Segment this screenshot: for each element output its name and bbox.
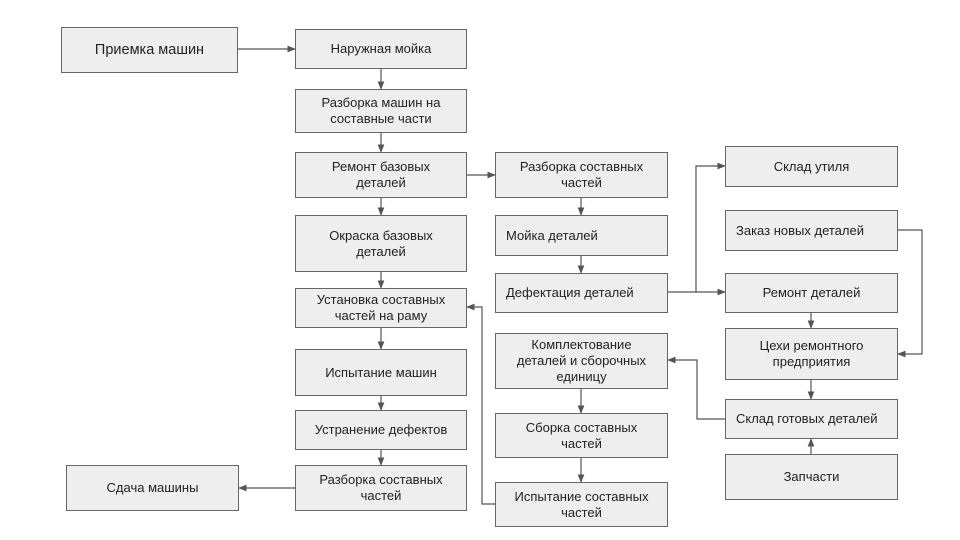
node-razborka-mashin: Разборка машин на составные части: [295, 89, 467, 133]
node-label: Цехи ремонтного предприятия: [759, 338, 864, 369]
node-label: Комплектование деталей и сборочных едини…: [516, 337, 647, 384]
node-okraska: Окраска базовых деталей: [295, 215, 467, 272]
node-label: Сборка составных частей: [525, 419, 638, 451]
node-label: Наружная мойка: [330, 41, 432, 56]
node-label: Ремонт деталей: [762, 285, 861, 300]
node-label: Заказ новых деталей: [736, 222, 864, 238]
node-remont-bazovyh: Ремонт базовых деталей: [295, 152, 467, 198]
edge-defektaciya-to-sklad-utilya: [668, 162, 726, 293]
node-label: Разборка составных частей: [519, 159, 644, 190]
node-sklad-gotovyh: Склад готовых деталей: [725, 399, 898, 439]
node-label: Установка составных частей на раму: [316, 292, 446, 323]
node-remont-detaley: Ремонт деталей: [725, 273, 898, 313]
node-ispytanie-mashin: Испытание машин: [295, 349, 467, 396]
node-defektaciya: Дефектация деталей: [495, 273, 668, 313]
node-ispytanie-sostavnyh: Испытание составных частей: [495, 482, 668, 527]
node-label: Дефектация деталей: [506, 285, 634, 300]
node-moyka-detaley: Мойка деталей: [495, 215, 668, 256]
node-label: Мойка деталей: [506, 227, 598, 243]
node-cehi: Цехи ремонтного предприятия: [725, 328, 898, 380]
node-label: Приемка машин: [94, 42, 205, 58]
node-label: Разборка машин на составные части: [321, 95, 441, 126]
node-label: Окраска базовых деталей: [329, 227, 433, 259]
edge-sklad-gotovyh-to-komplektovanie: [667, 356, 725, 420]
node-razborka-final: Разборка составных частей: [295, 465, 467, 511]
node-label: Разборка составных частей: [319, 472, 443, 503]
node-label: Сдача машины: [106, 480, 199, 495]
node-priemka: Приемка машин: [61, 27, 238, 73]
node-label: Устранение дефектов: [314, 422, 448, 437]
node-label: Склад утиля: [773, 158, 850, 174]
node-ustanovka: Установка составных частей на раму: [295, 288, 467, 328]
node-label: Склад готовых деталей: [736, 411, 878, 426]
node-sdacha: Сдача машины: [66, 465, 239, 511]
node-sklad-utilya: Склад утиля: [725, 146, 898, 187]
node-label: Ремонт базовых деталей: [331, 159, 431, 190]
node-zakaz-novyh: Заказ новых деталей: [725, 210, 898, 251]
node-naruzhnaya-moyka: Наружная мойка: [295, 29, 467, 69]
node-label: Запчасти: [783, 469, 840, 484]
edge-zakaz-novyh-to-cehi: [897, 229, 923, 358]
node-zapchasti: Запчасти: [725, 454, 898, 500]
node-ustranenie: Устранение дефектов: [295, 410, 467, 450]
node-razborka-sostavnyh: Разборка составных частей: [495, 152, 668, 198]
node-label: Испытание составных частей: [514, 488, 649, 520]
node-komplektovanie: Комплектование деталей и сборочных едини…: [495, 333, 668, 389]
node-label: Испытание машин: [325, 364, 437, 380]
edge-ispytanie-sostavnyh-to-ustanovka: [466, 303, 495, 505]
node-sborka: Сборка составных частей: [495, 413, 668, 458]
